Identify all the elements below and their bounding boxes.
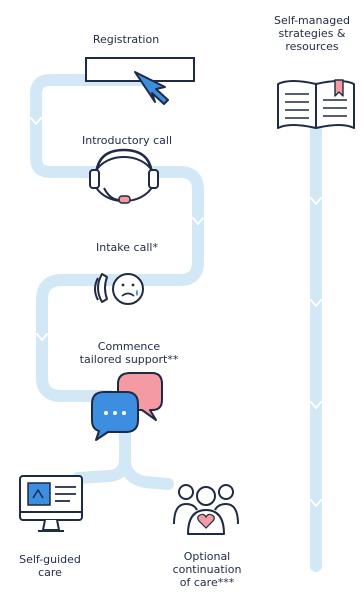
intake-call-label: Intake call* <box>62 241 192 254</box>
optional-label-line-3: of care*** <box>179 576 235 589</box>
phone-call-icon <box>94 273 144 305</box>
self-managed-label-line-2: strategies & <box>278 27 346 40</box>
self-guided-label: Self-guided care <box>6 553 94 579</box>
optional-label-line-2: continuation <box>172 563 242 576</box>
intro-call-label: Introductory call <box>52 134 202 147</box>
commence-label-line-1: Commence <box>97 340 161 353</box>
self-guided-label-line-1: Self-guided <box>19 553 81 566</box>
headset-icon <box>89 148 159 204</box>
registration-label-line: Registration <box>92 33 160 46</box>
registration-label: Registration <box>60 33 192 46</box>
pathway-track <box>30 74 204 402</box>
pathway-branch-right <box>119 454 174 490</box>
commence-label: Commence tailored support** <box>54 340 204 366</box>
self-guided-label-line-2: care <box>38 566 62 579</box>
self-managed-label: Self-managed strategies & resources <box>262 14 362 53</box>
intro-call-label-line: Introductory call <box>81 134 172 147</box>
care-team-heart-icon <box>173 484 239 535</box>
chat-bubbles-icon <box>91 372 163 441</box>
computer-monitor-icon <box>19 475 83 532</box>
pathway-branch-left <box>72 426 131 484</box>
cursor-click-icon <box>85 57 195 105</box>
intake-call-label-line: Intake call* <box>96 241 158 254</box>
self-managed-label-line-3: resources <box>285 40 339 53</box>
optional-label-line-1: Optional <box>183 550 231 563</box>
optional-label: Optional continuation of care*** <box>160 550 254 589</box>
open-book-icon <box>277 79 355 129</box>
self-managed-label-line-1: Self-managed <box>274 14 350 27</box>
commence-label-line-2: tailored support** <box>79 353 179 366</box>
track-chevrons <box>30 117 322 508</box>
